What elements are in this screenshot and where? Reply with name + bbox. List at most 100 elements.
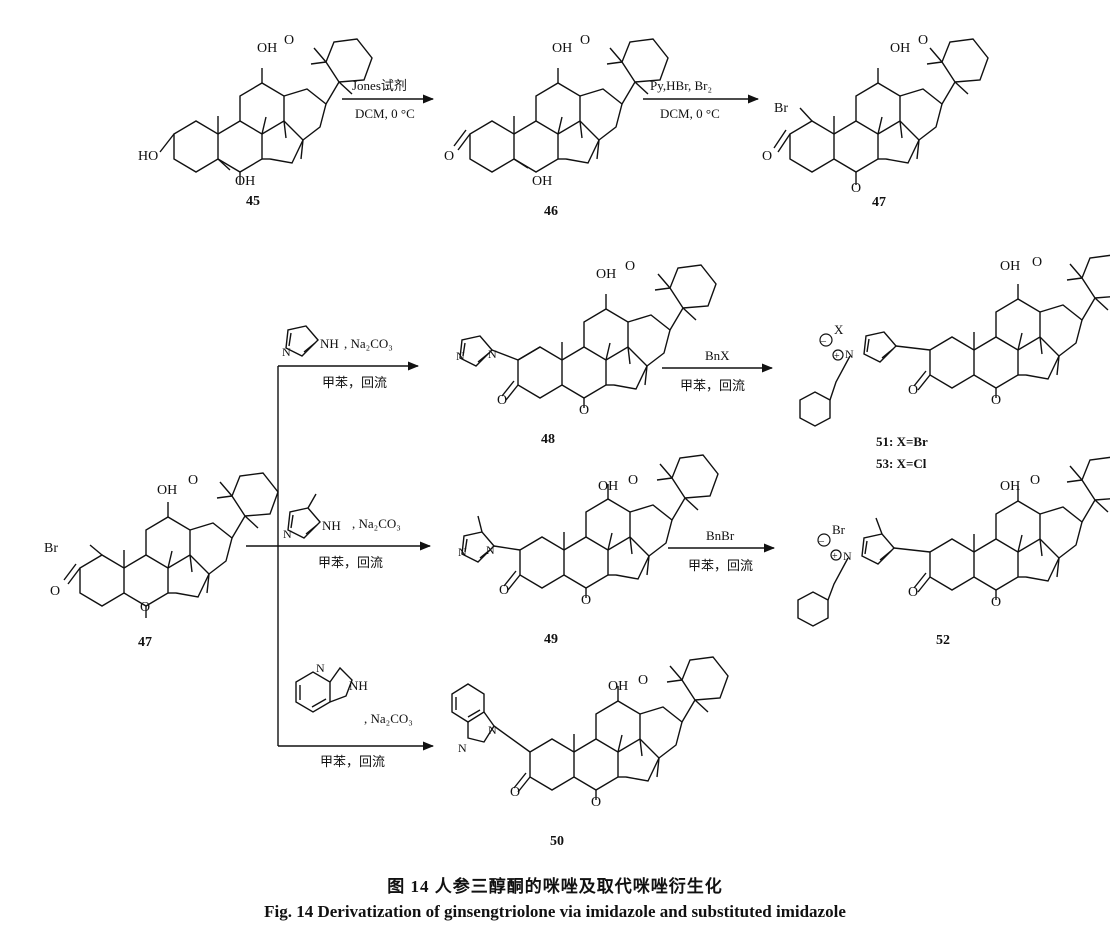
- o-label: O: [581, 593, 591, 608]
- o-label: O: [50, 584, 60, 599]
- figure-caption-chinese: 图 14 人参三醇酮的咪唑及取代咪唑衍生化: [387, 877, 723, 896]
- o-label: O: [625, 259, 635, 274]
- reagent-label: BnBr: [706, 528, 735, 543]
- reaction-arrow-1: Jones试剂 DCM, 0 °C: [342, 78, 435, 121]
- compound-48-structure: OH O N N O O 48: [456, 259, 717, 447]
- o-label: O: [908, 585, 918, 600]
- reagent-label: Jones试剂: [352, 78, 407, 93]
- oh-label: OH: [608, 679, 628, 694]
- reagent-methylimidazole: NH N , Na₂CO₃ 甲苯，回流: [283, 493, 401, 570]
- n-label: N: [456, 349, 465, 363]
- br-label: Br: [44, 541, 58, 556]
- n-plus-label: N: [845, 347, 854, 361]
- oh-label: OH: [890, 41, 910, 56]
- reaction-arrow-2: Py,HBr, Br₂ DCM, 0 °C: [643, 78, 760, 121]
- oh-label: OH: [552, 41, 572, 56]
- o-label: O: [510, 785, 520, 800]
- compound-label-47: 47: [138, 635, 152, 650]
- condition-label: 甲苯，回流: [318, 555, 383, 570]
- condition-label: 甲苯，回流: [320, 754, 385, 769]
- o-label: O: [140, 600, 150, 615]
- compound-50-structure: OH O N N O O 50: [451, 656, 729, 849]
- br-label: Br: [774, 101, 788, 116]
- condition-label: 甲苯，回流: [688, 558, 753, 573]
- o-label: O: [628, 473, 638, 488]
- o-label: O: [580, 33, 590, 48]
- nh-label: NH: [320, 336, 339, 351]
- oh-label: OH: [598, 479, 618, 494]
- compound-label-49: 49: [544, 632, 558, 647]
- compound-label-53: 53: X=Cl: [876, 456, 927, 471]
- svg-text:–: –: [820, 336, 827, 347]
- svg-text:+: +: [832, 551, 838, 562]
- nh-label: NH: [322, 518, 341, 533]
- condition-label: DCM, 0 °C: [660, 106, 720, 121]
- oh-label: OH: [1000, 479, 1020, 494]
- n-label: N: [316, 661, 325, 675]
- o-label: O: [851, 181, 861, 196]
- oh-label: OH: [1000, 259, 1020, 274]
- compound-52-structure: – + OH O Br N O O 52: [797, 456, 1110, 648]
- o-label: O: [284, 33, 294, 48]
- o-label: O: [638, 673, 648, 688]
- o-label: O: [188, 473, 198, 488]
- n-label: N: [486, 543, 495, 557]
- ho-label: HO: [138, 149, 158, 164]
- o-label: O: [591, 795, 601, 810]
- compound-51-53-structure: – + OH O X N O O 51: X=Br 53: X=Cl: [799, 254, 1110, 471]
- nh-label: NH: [349, 678, 368, 693]
- o-label: O: [908, 383, 918, 398]
- o-label: O: [762, 149, 772, 164]
- n-label: N: [458, 545, 467, 559]
- reagent-label: Py,HBr, Br₂: [650, 78, 712, 93]
- o-label: O: [499, 583, 509, 598]
- counterion-x-label: X: [834, 322, 844, 337]
- reagent-label: , Na₂CO₃: [352, 516, 401, 531]
- o-label: O: [579, 403, 589, 418]
- o-label: O: [991, 393, 1001, 408]
- reaction-arrow-7: BnBr 甲苯，回流: [668, 528, 776, 573]
- compound-47-structure: OH O Br O O 47: [762, 33, 989, 210]
- compound-label-51: 51: X=Br: [876, 434, 928, 449]
- o-label: O: [918, 33, 928, 48]
- o-label: O: [1030, 473, 1040, 488]
- figure-caption-english: Fig. 14 Derivatization of ginsengtriolon…: [264, 902, 846, 921]
- n-label: N: [458, 741, 467, 755]
- compound-label-50: 50: [550, 834, 564, 849]
- oh-label: OH: [532, 174, 552, 189]
- n-label: N: [488, 723, 497, 737]
- oh-label: OH: [235, 174, 255, 189]
- o-label: O: [444, 149, 454, 164]
- compound-49-structure: OH O N N O O 49: [458, 454, 719, 647]
- reagent-imidazole: NH N , Na₂CO₃ 甲苯，回流: [282, 325, 393, 390]
- condition-label: 甲苯，回流: [322, 375, 387, 390]
- n-plus-label: N: [843, 549, 852, 563]
- oh-label: OH: [596, 267, 616, 282]
- o-label: O: [497, 393, 507, 408]
- svg-text:+: +: [834, 351, 840, 362]
- compound-label-48: 48: [541, 432, 555, 447]
- compound-45-structure: OH O HO OH 45: [138, 33, 373, 209]
- reaction-arrow-6: BnX 甲苯，回流: [662, 348, 774, 393]
- condition-label: 甲苯，回流: [680, 378, 745, 393]
- oh-label: OH: [157, 483, 177, 498]
- reagent-label: , Na₂CO₃: [364, 711, 413, 726]
- compound-label-46: 46: [544, 204, 558, 219]
- n-label: N: [283, 527, 292, 541]
- compound-label-45: 45: [246, 194, 260, 209]
- oh-label: OH: [257, 41, 277, 56]
- branch-lines: [246, 361, 435, 751]
- n-label: N: [488, 347, 497, 361]
- o-label: O: [1032, 255, 1042, 270]
- compound-47-start-structure: OH O Br O O 47: [44, 472, 279, 650]
- compound-label-47: 47: [872, 195, 886, 210]
- o-label: O: [991, 595, 1001, 610]
- reagent-label: , Na₂CO₃: [344, 336, 393, 351]
- counterion-br-label: Br: [832, 522, 846, 537]
- reagent-benzimidazole: N NH , Na₂CO₃ 甲苯，回流: [295, 661, 413, 769]
- svg-text:–: –: [818, 536, 825, 547]
- compound-label-52: 52: [936, 633, 950, 648]
- compound-46-structure: OH O O OH 46: [444, 33, 669, 219]
- reagent-label: BnX: [705, 348, 730, 363]
